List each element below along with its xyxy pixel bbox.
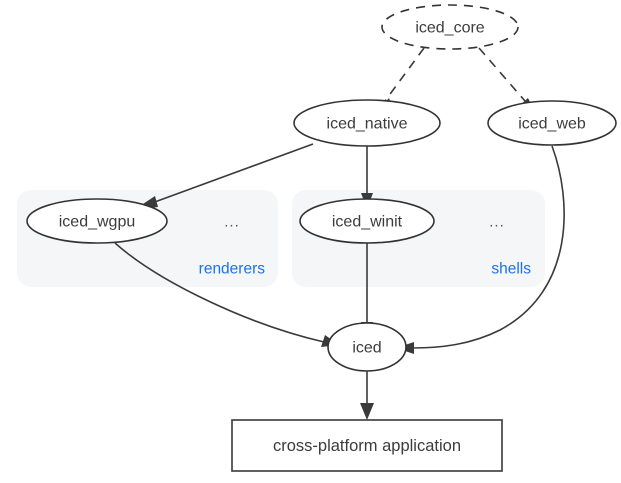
node-application-shape (231, 419, 503, 472)
node-iced-core-label: iced_core (415, 20, 484, 37)
cluster-label-shells: shells (491, 261, 531, 278)
renderers-ellipsis: ... (224, 214, 240, 231)
node-iced-core-shape (381, 4, 519, 50)
node-iced-winit[interactable]: iced_winit (299, 198, 435, 244)
edge-iced-core-to-iced-web (478, 47, 526, 102)
node-iced-wgpu[interactable]: iced_wgpu (26, 198, 168, 244)
node-iced-wgpu-label: iced_wgpu (59, 214, 136, 231)
node-iced-web-shape (487, 100, 617, 146)
node-iced-native-shape (293, 99, 441, 147)
node-iced-native-label: iced_native (327, 116, 408, 133)
node-iced[interactable]: iced (327, 322, 407, 372)
edge-iced-wgpu-to-iced (114, 242, 325, 343)
node-cross-platform-application[interactable]: cross-platform application (231, 419, 503, 472)
node-iced-shape (327, 322, 407, 372)
node-iced-native[interactable]: iced_native (293, 99, 441, 147)
node-iced-wgpu-shape (26, 198, 168, 244)
edge-iced-web-to-iced (411, 145, 565, 349)
node-iced-label: iced (352, 340, 381, 357)
shells-ellipsis: ... (489, 214, 505, 231)
edge-iced-native-to-iced-wgpu (151, 143, 314, 204)
edge-iced-core-to-iced-native (384, 47, 425, 102)
node-iced-web[interactable]: iced_web (487, 100, 617, 146)
node-application-label: cross-platform application (273, 437, 461, 455)
arrowhead-iced-to-application (360, 403, 374, 420)
node-iced-web-label: iced_web (518, 116, 586, 133)
cluster-label-renderers: renderers (199, 261, 266, 278)
node-iced-core[interactable]: iced_core (381, 4, 519, 50)
node-iced-winit-shape (299, 198, 435, 244)
node-iced-winit-label: iced_winit (332, 214, 403, 231)
